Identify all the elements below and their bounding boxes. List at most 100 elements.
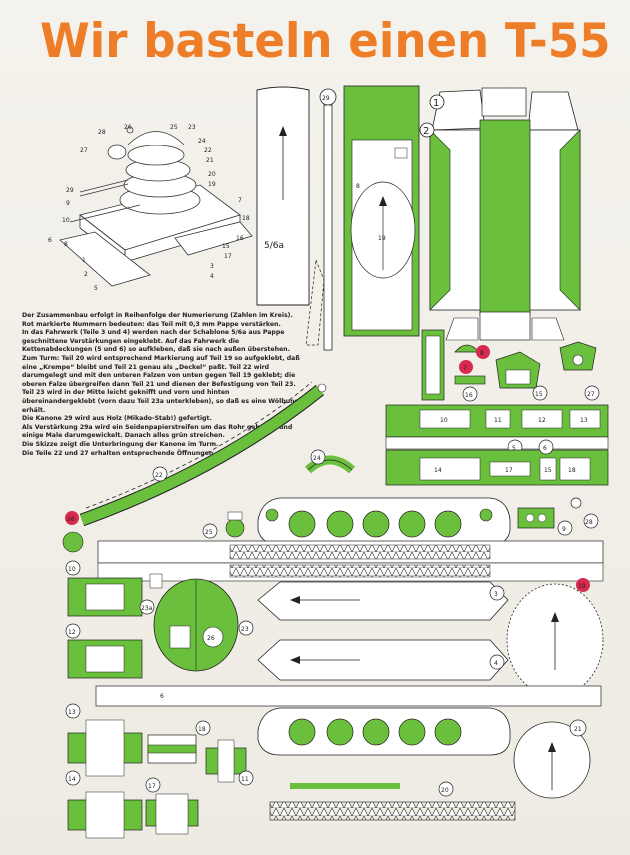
- part-number: 11: [494, 417, 502, 424]
- part-number: 17: [505, 467, 513, 474]
- sketch-labels: 28 26 25 23 27 24 22 21 20 19 29 9 10 7 …: [48, 124, 250, 292]
- sketch-label: 1: [82, 257, 86, 264]
- part-number: 29: [322, 95, 330, 102]
- instruction-line: Zum Turm: Teil 20 wird entsprechend Mark…: [22, 354, 300, 414]
- part-number: 14: [68, 776, 76, 783]
- instruction-line: Als Verstärkung 29a wird ein Seidenpapie…: [22, 423, 293, 440]
- part-20-strip: 20: [269, 781, 516, 821]
- part-number-red: 7: [463, 365, 467, 372]
- part-12: 12: [65, 623, 143, 679]
- part-number: 5: [512, 445, 516, 452]
- part-26: 26: [62, 511, 84, 553]
- part-number: 8: [356, 183, 360, 190]
- part-number: 23a: [141, 605, 153, 612]
- small-parts-row: 8 7 16 15 27: [421, 329, 600, 402]
- strip-6: 6: [95, 685, 602, 707]
- sketch-label: 22: [204, 147, 212, 154]
- assembly-sketch: [59, 126, 253, 287]
- part-number: 11: [241, 776, 249, 783]
- part-number: 2: [423, 126, 429, 137]
- part-4: 4: [257, 639, 509, 681]
- instruction-line: In das Fahrwerk (Teile 3 und 4) werden n…: [22, 329, 290, 354]
- green-strip: [290, 783, 400, 789]
- part-number: 18: [198, 726, 206, 733]
- part-13: 13: [65, 703, 143, 777]
- part-number: 28: [585, 519, 593, 526]
- part-5-fender: 10 11 12 13 5: [385, 404, 609, 455]
- instruction-line: Die Teile 22 und 27 erhalten entsprechen…: [22, 449, 216, 457]
- sketch-label: 19: [208, 181, 216, 188]
- part-number: 21: [574, 726, 582, 733]
- sketch-label: 9: [66, 200, 70, 207]
- sketch-label: 20: [208, 171, 216, 178]
- part-10: 10: [65, 560, 143, 617]
- sketch-label: 4: [210, 273, 214, 280]
- part-number: 17: [148, 783, 156, 790]
- part-23: 26 23: [153, 578, 254, 672]
- part-number: 24: [313, 455, 321, 462]
- part-number: 22: [155, 472, 163, 479]
- part-14: 14: [65, 770, 143, 839]
- instruction-line: Der Zusammenbau erfolgt in Reihenfolge d…: [22, 312, 293, 319]
- part-number: 26: [207, 635, 215, 642]
- part-28: 28: [570, 497, 599, 529]
- running-gear-upper: [257, 497, 511, 546]
- instruction-line: Die Skizze zeigt die Unterbringung der K…: [22, 440, 219, 448]
- sketch-label: 27: [80, 147, 88, 154]
- part-number: 14: [434, 467, 442, 474]
- sketch-label: 5: [94, 285, 98, 292]
- part-number-red: 8: [480, 350, 484, 357]
- sketch-label: 26: [124, 124, 132, 131]
- instruction-line: Die Kanone 29 wird aus Holz (Mikado-Stab…: [22, 415, 212, 423]
- sketch-label: 10: [62, 217, 70, 224]
- part-number: 13: [68, 709, 76, 716]
- part-number: 6: [543, 445, 547, 452]
- part-25: 25: [202, 511, 245, 539]
- part-number: 15: [535, 391, 543, 398]
- part-29: 29: [305, 88, 337, 351]
- part-11: 11: [205, 739, 254, 786]
- part-number-red: 19: [578, 583, 586, 590]
- sketch-label: 15: [222, 243, 230, 250]
- sketch-label: 3: [210, 263, 214, 270]
- sketch-label: 2: [84, 271, 88, 278]
- assembly-instructions: Der Zusammenbau erfolgt in Reihenfolge d…: [22, 312, 300, 458]
- sketch-label: 25: [170, 124, 178, 131]
- sketch-label: 6: [48, 237, 52, 244]
- track-strip-lower: [97, 562, 604, 582]
- running-gear-lower: [257, 707, 511, 756]
- template-5-6a: 5/6a: [256, 86, 310, 306]
- part-number: 1: [433, 98, 439, 109]
- part-number: 15: [544, 467, 552, 474]
- sketch-label: 7: [238, 197, 242, 204]
- part-number-red: 26: [67, 516, 75, 523]
- part-23a: 23a: [139, 573, 163, 615]
- part-1-2-hull: 1 2: [419, 87, 581, 341]
- part-9: 9: [517, 507, 573, 536]
- part-19: 19 8: [343, 85, 420, 337]
- template-label: 5/6a: [264, 241, 284, 251]
- part-number: 13: [580, 417, 588, 424]
- part-number: 4: [494, 660, 498, 667]
- part-17: 17: [145, 777, 199, 835]
- sketch-label: 28: [98, 129, 106, 136]
- part-number: 10: [68, 566, 76, 573]
- part-number: 10: [440, 417, 448, 424]
- part-number: 23: [241, 626, 249, 633]
- part-number: 20: [441, 787, 449, 794]
- part-number: 3: [494, 591, 498, 598]
- part-number: 12: [68, 629, 76, 636]
- track-strip-upper: [97, 540, 604, 564]
- part-22: 22: [79, 381, 327, 527]
- part-number: 12: [538, 417, 546, 424]
- sketch-label: 18: [242, 215, 250, 222]
- part-number: 19: [378, 235, 386, 242]
- sketch-label: 24: [198, 138, 206, 145]
- part-3: 3: [257, 581, 509, 621]
- sketch-label: 23: [188, 124, 196, 131]
- sketch-label: 17: [224, 253, 232, 260]
- part-24: 24: [304, 449, 356, 474]
- part-21: 21: [513, 719, 591, 799]
